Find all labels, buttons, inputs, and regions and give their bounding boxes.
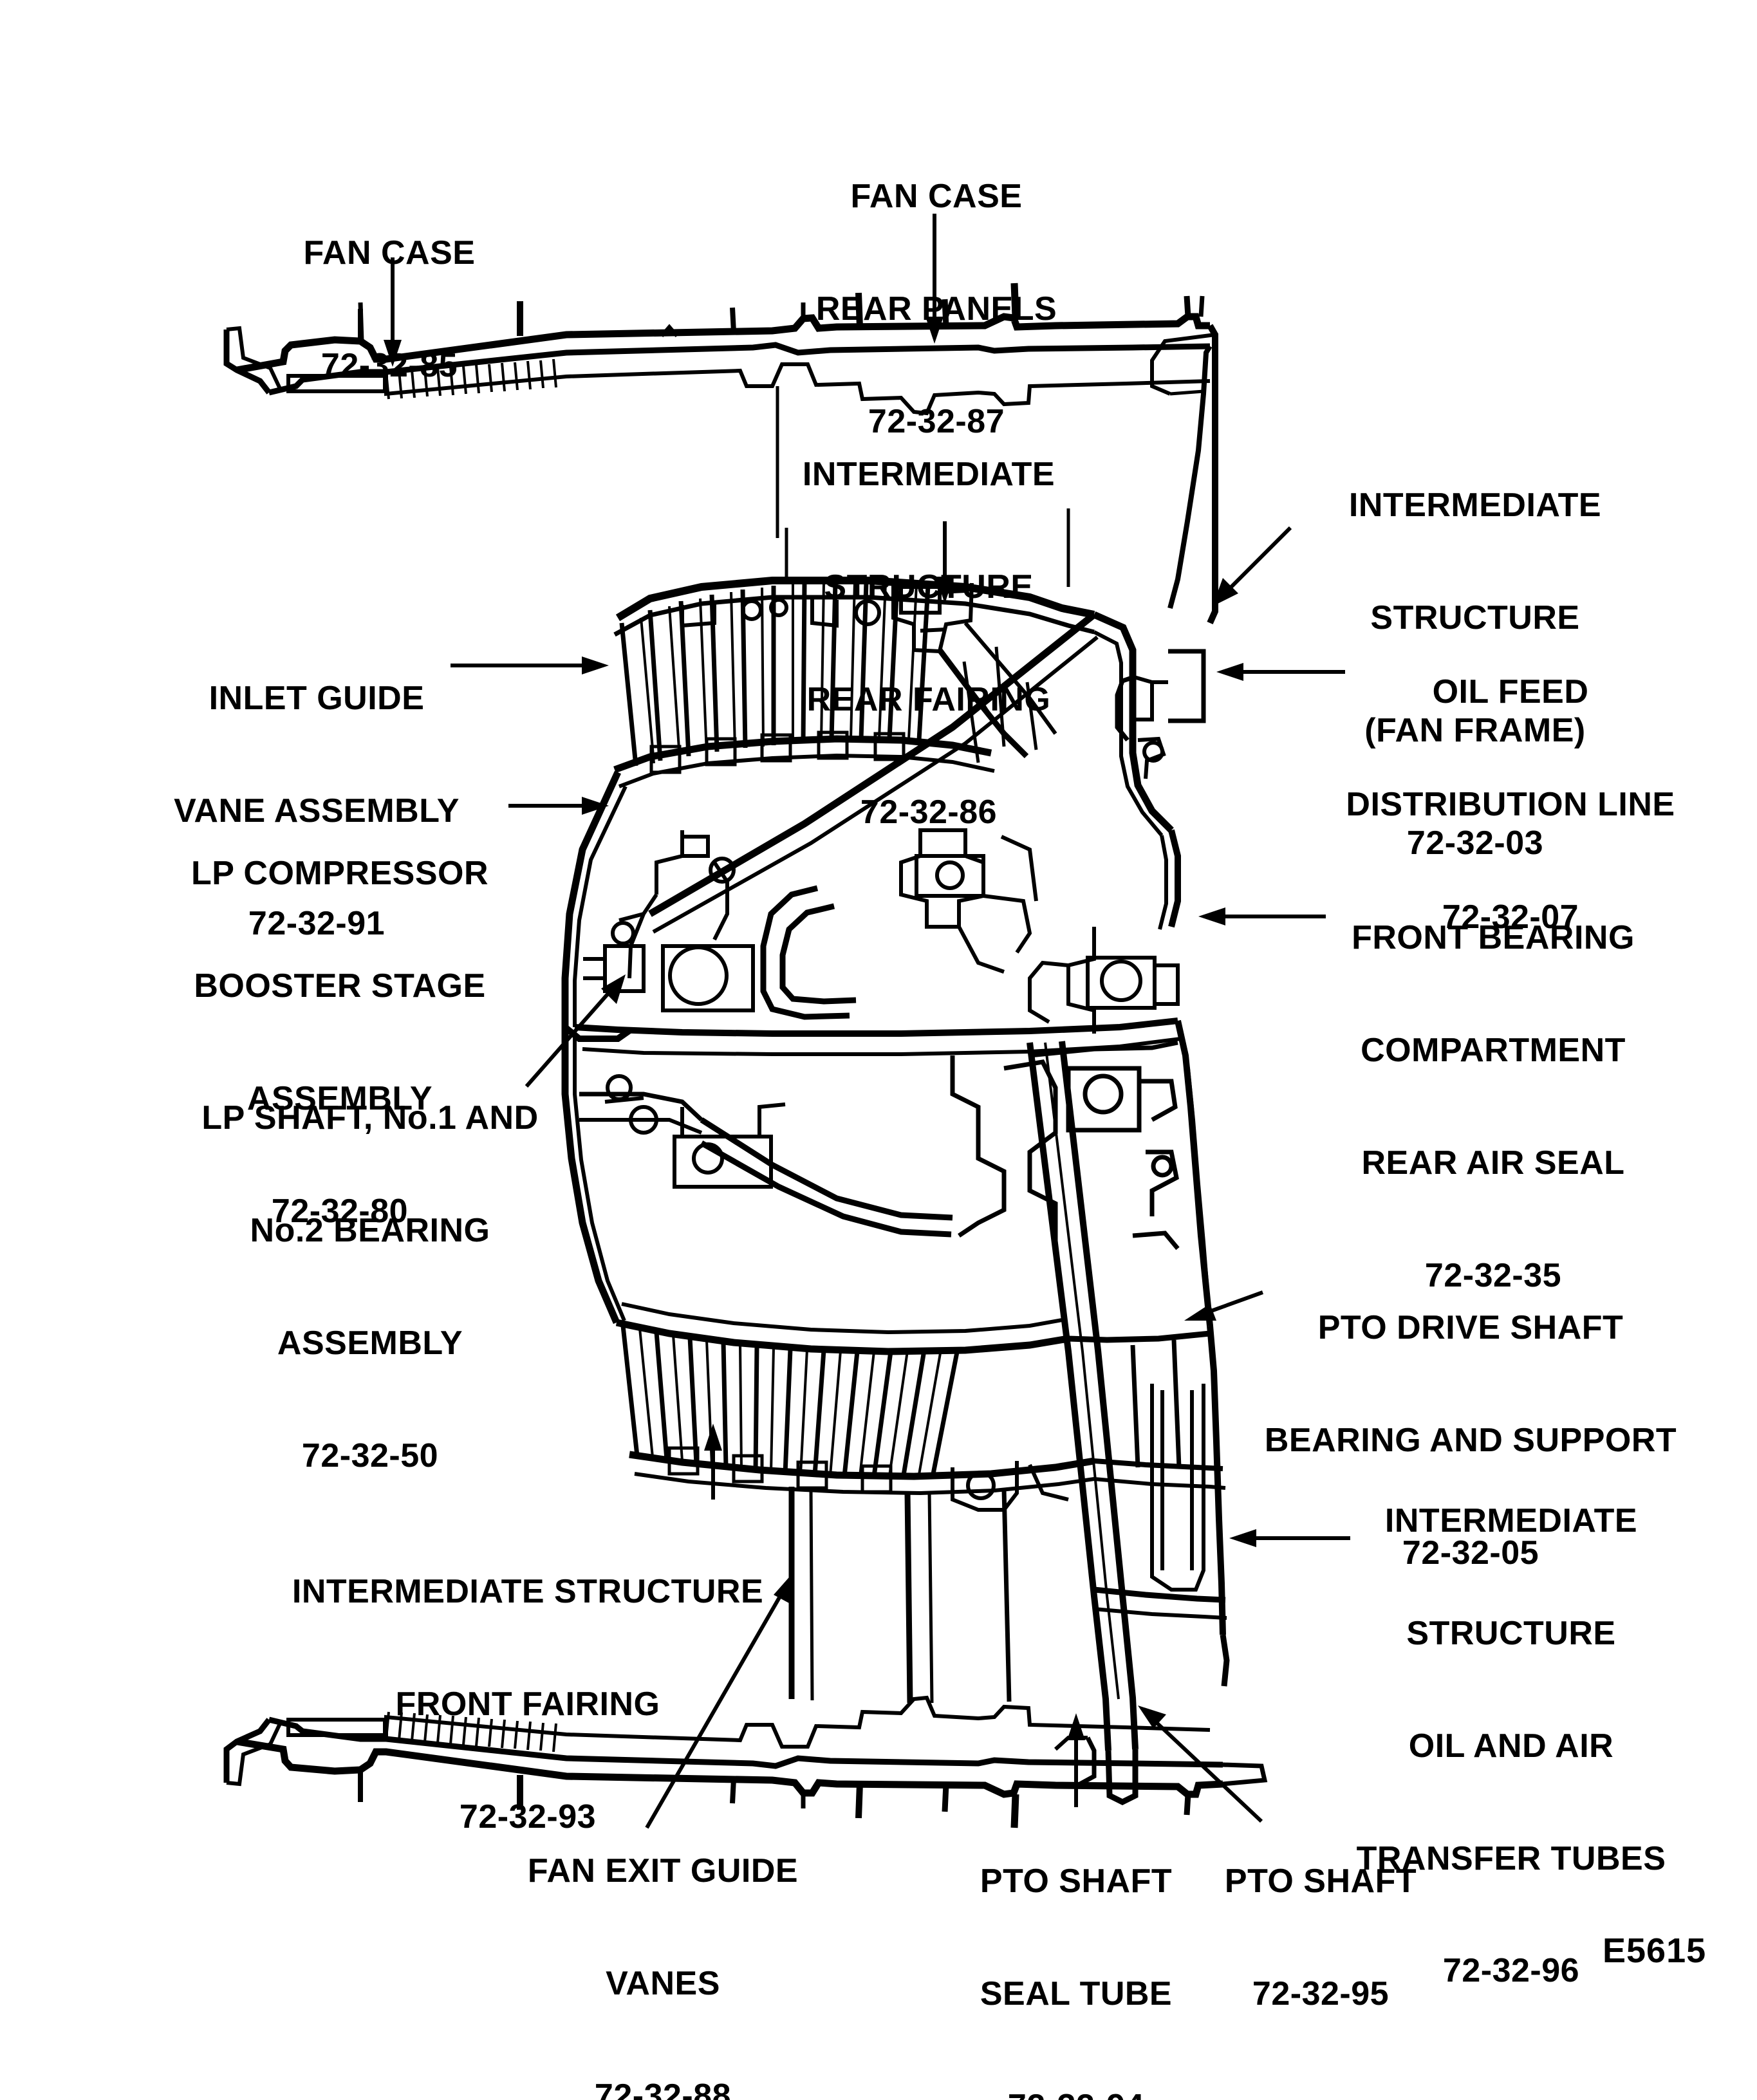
callout-inlet-guide-vane-assembly: INLET GUIDE VANE ASSEMBLY 72-32-91 [174, 605, 460, 1017]
callout-is-rear-fairing-line-0: INTERMEDIATE [802, 456, 1055, 494]
callout-intermediate-structure-oil-and-air-transfer-tubes: INTERMEDIATE STRUCTURE OIL AND AIR TRANS… [1357, 1427, 1666, 2065]
fan-exit-vane-row [615, 1302, 1095, 1512]
callout-oat-line-1: STRUCTURE [1406, 1615, 1616, 1653]
callout-fan-case-rear-panels-line-2: 72-32-87 [868, 402, 1005, 440]
callout-pto-drive-line-2: 72-32-05 [1402, 1534, 1539, 1572]
callout-lp-shaft-line-3: 72-32-50 [301, 1436, 439, 1474]
callout-lp-shaft-line-0: LP SHAFT, No.1 AND [201, 1099, 539, 1137]
callout-igv-line-2: 72-32-91 [248, 904, 386, 942]
callout-igv-line-0: INLET GUIDE [209, 680, 425, 718]
callout-lpc-line-3: 72-32-80 [271, 1192, 409, 1230]
fan-case-outer-rear-wall [1150, 324, 1218, 625]
callout-lp-shaft-bearing-assembly: LP SHAFT, No.1 AND No.2 BEARING ASSEMBLY… [201, 1025, 538, 1549]
callout-pto-shaft: PTO SHAFT 72-32-95 [1225, 1788, 1417, 2088]
callout-fan-case-rear-panels-line-0: FAN CASE [850, 178, 1023, 216]
callout-fbc-line-2: REAR AIR SEAL [1361, 1144, 1625, 1182]
callout-lp-compressor-booster-stage-assembly: LP COMPRESSOR BOOSTER STAGE ASSEMBLY 72-… [191, 780, 488, 1305]
callout-fegv-line-2: 72-32-88 [594, 2077, 732, 2100]
callout-pto-seal-line-1: SEAL TUBE [980, 1975, 1173, 2013]
callout-is-fan-frame-line-2: (FAN FRAME) [1364, 711, 1586, 749]
callout-fbc-line-3: 72-32-35 [1424, 1256, 1562, 1294]
callout-lp-shaft-line-2: ASSEMBLY [277, 1324, 463, 1362]
callout-igv-line-1: VANE ASSEMBLY [174, 792, 460, 830]
callout-fegv-line-0: FAN EXIT GUIDE [527, 1852, 799, 1890]
oil-air-transfer-tube-housing [1068, 1325, 1230, 1687]
callout-oil-feed-line-1: DISTRIBUTION LINE [1346, 786, 1675, 824]
callout-pto-seal-line-2: 72-32-94 [980, 2088, 1172, 2100]
callout-is-rear-fairing-line-2: REAR FAIRING [806, 680, 1051, 718]
callout-fan-case-line-0: FAN CASE [303, 234, 476, 272]
callout-pto-seal-line-0: PTO SHAFT [980, 1863, 1173, 1900]
callout-fbc-line-0: FRONT BEARING [1352, 919, 1635, 957]
intermediate-structure-front-fairing-sheets [788, 1487, 1012, 1704]
callout-is-rear-fairing-line-3: 72-32-86 [860, 793, 998, 831]
callout-is-front-fairing-line-2: 72-32-93 [459, 1798, 597, 1835]
callout-pto-shaft-seal-tube: PTO SHAFT SEAL TUBE 72-32-94 [980, 1788, 1172, 2100]
callout-oil-feed-line-2: 72-32-07 [1442, 898, 1579, 936]
callout-pto-shaft-line-1: 72-32-95 [1252, 1975, 1390, 2013]
callout-fegv-line-1: VANES [606, 1965, 720, 2003]
callout-intermediate-structure-front-fairing: INTERMEDIATE STRUCTURE FRONT FAIRING 72-… [292, 1498, 763, 1911]
callout-front-bearing-compartment-rear-air-seal: FRONT BEARING COMPARTMENT REAR AIR SEAL … [1352, 844, 1635, 1369]
callout-lp-shaft-line-1: No.2 BEARING [250, 1212, 490, 1250]
callout-fan-case-rear-panels: FAN CASE REAR PANELS 72-32-87 [816, 103, 1057, 516]
callout-oat-line-2: OIL AND AIR [1408, 1727, 1614, 1765]
callout-is-fan-frame-line-0: INTERMEDIATE [1348, 487, 1602, 525]
callout-pto-shaft-line-0: PTO SHAFT [1224, 1863, 1417, 1900]
callout-pto-drive-line-1: BEARING AND SUPPORT [1264, 1422, 1677, 1460]
callout-lpc-line-0: LP COMPRESSOR [191, 855, 489, 893]
callout-is-front-fairing-line-0: INTERMEDIATE STRUCTURE [292, 1573, 764, 1611]
callout-intermediate-structure-fan-frame: INTERMEDIATE STRUCTURE (FAN FRAME) 72-32… [1349, 412, 1601, 936]
callout-intermediate-structure-rear-fairing: INTERMEDIATE STRUCTURE REAR FAIRING 72-3… [803, 381, 1055, 906]
callout-fan-case: FAN CASE 72-32-85 [304, 160, 476, 460]
callout-fan-exit-guide-vanes: FAN EXIT GUIDE VANES 72-32-88 [528, 1778, 798, 2100]
callout-pto-drive-line-0: PTO DRIVE SHAFT [1317, 1309, 1624, 1347]
callout-lpc-line-2: ASSEMBLY [246, 1079, 433, 1117]
callout-fan-case-rear-panels-line-1: REAR PANELS [815, 290, 1057, 328]
callout-oil-feed-line-0: OIL FEED [1432, 673, 1589, 711]
callout-is-front-fairing-line-1: FRONT FAIRING [395, 1686, 660, 1724]
callout-oat-line-3: TRANSFER TUBES [1356, 1839, 1666, 1877]
callout-is-fan-frame-line-3: 72-32-03 [1406, 824, 1544, 862]
callout-is-fan-frame-line-1: STRUCTURE [1370, 599, 1580, 637]
callout-pto-drive-shaft-bearing-and-support: PTO DRIVE SHAFT BEARING AND SUPPORT 72-3… [1265, 1234, 1677, 1647]
callout-fbc-line-1: COMPARTMENT [1361, 1032, 1626, 1070]
callout-fan-case-line-1: 72-32-85 [321, 347, 458, 385]
callout-lpc-line-1: BOOSTER STAGE [194, 967, 486, 1005]
callout-is-rear-fairing-line-1: STRUCTURE [824, 568, 1034, 606]
figure-id: E5615 [1603, 1931, 1707, 1970]
callout-oat-line-0: INTERMEDIATE [1384, 1502, 1638, 1540]
callout-oil-feed-distribution-line: OIL FEED DISTRIBUTION LINE 72-32-07 [1346, 599, 1675, 1011]
fan-frame-right-casing [1092, 611, 1206, 930]
callout-oat-line-4: 72-32-96 [1442, 1952, 1580, 1990]
